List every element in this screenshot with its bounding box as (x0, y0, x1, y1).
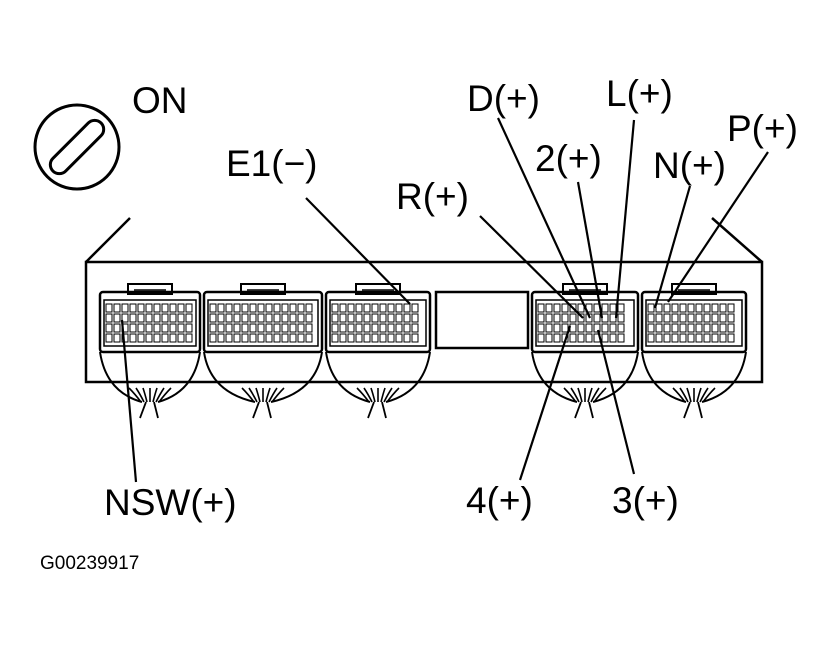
harness-4 (531, 351, 639, 419)
connector-1 (98, 283, 202, 354)
label-two: 2(+) (535, 138, 602, 179)
label-nsw: NSW(+) (104, 482, 237, 523)
label-four: 4(+) (466, 480, 533, 521)
leader-n (653, 185, 692, 309)
harness-3 (325, 351, 431, 419)
label-p: P(+) (727, 108, 798, 149)
connector-4 (530, 283, 640, 354)
harness-1 (99, 351, 201, 419)
leader-p (667, 151, 769, 303)
leader-lines (120, 117, 769, 483)
connector-blocks (98, 283, 748, 354)
figure-id: G00239917 (40, 553, 140, 574)
leader-three (596, 329, 636, 475)
connector-5 (640, 283, 748, 354)
ignition-switch-icon (33, 103, 121, 191)
leader-nsw (120, 319, 138, 483)
label-e1: E1(−) (226, 143, 318, 184)
label-l: L(+) (606, 73, 673, 114)
wire-harnesses (99, 351, 747, 419)
leader-four (518, 325, 572, 481)
leader-two (576, 181, 604, 319)
label-three: 3(+) (612, 480, 679, 521)
leader-l (614, 119, 636, 319)
label-d: D(+) (467, 78, 540, 119)
leader-r (479, 215, 584, 319)
harness-2 (203, 351, 323, 419)
leader-d (497, 117, 591, 319)
harness-5 (641, 351, 747, 419)
leader-e1 (305, 197, 411, 305)
connector-2 (202, 283, 324, 354)
label-n: N(+) (653, 145, 726, 186)
label-on: ON (132, 80, 188, 121)
label-r: R(+) (396, 176, 469, 217)
connector-3 (324, 283, 432, 354)
